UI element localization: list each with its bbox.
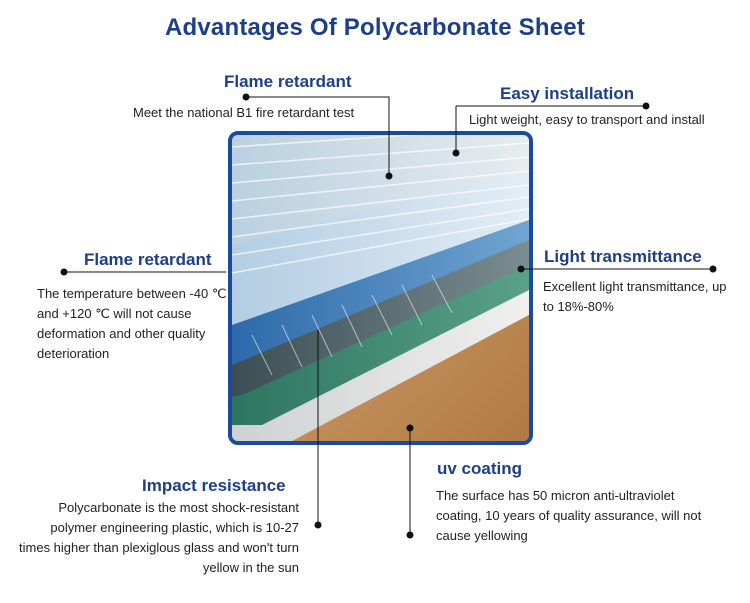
desc-easy-installation: Light weight, easy to transport and inst… [469, 112, 705, 127]
heading-flame-retardant-left: Flame retardant [84, 250, 212, 269]
heading-flame-retardant-top: Flame retardant [224, 72, 352, 91]
page-title: Advantages Of Polycarbonate Sheet [164, 14, 586, 41]
callout-dot-uv-end [406, 531, 414, 539]
polycarbonate-sheets-photo [228, 131, 533, 445]
heading-easy-installation: Easy installation [500, 84, 635, 103]
desc-flame-retardant-left: The temperature between -40 ℃ and +120 ℃… [37, 286, 227, 361]
desc-uv-coating: The surface has 50 micron anti-ultraviol… [436, 488, 702, 543]
desc-impact-resistance: Polycarbonate is the most shock-resistan… [19, 500, 299, 575]
heading-uv-coating: uv coating [437, 459, 523, 478]
callout-dot-easy-install-start [642, 102, 650, 110]
desc-light-transmittance: Excellent light transmittance, up to 18%… [543, 279, 727, 314]
callout-dot-light-trans-start [709, 265, 717, 273]
heading-impact-resistance: Impact resistance [142, 476, 286, 495]
sheet-stack-illustration [232, 135, 529, 441]
callout-dot-flame-left [60, 268, 68, 276]
heading-light-transmittance: Light transmittance [544, 247, 702, 266]
callout-dot-flame-top-start [242, 93, 250, 101]
desc-flame-retardant-top: Meet the national B1 fire retardant test [133, 105, 355, 120]
callout-dot-impact [314, 521, 322, 529]
